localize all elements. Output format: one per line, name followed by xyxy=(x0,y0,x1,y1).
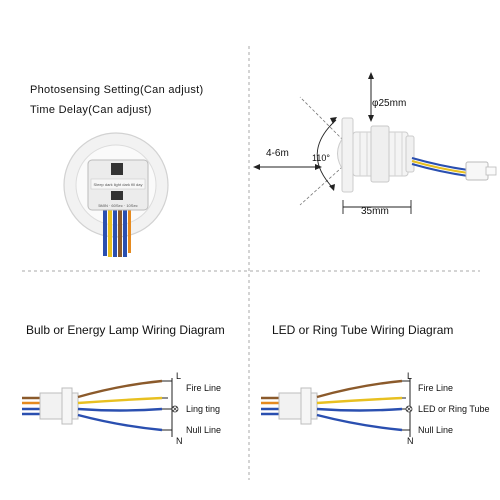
bulb-fire-line-label: Fire Line xyxy=(186,383,222,393)
angle-label: 110° xyxy=(312,153,330,163)
svg-text:Sleep dark light dark fill day: Sleep dark light dark fill day xyxy=(94,182,143,187)
bulb-null-line-label: Null Line xyxy=(186,425,222,435)
bulb-n-label: N xyxy=(176,436,183,446)
bulb-load-label: Ling ting xyxy=(186,404,221,414)
led-wiring-graphic xyxy=(261,378,413,437)
time-delay-label: Time Delay(Can adjust) xyxy=(30,104,152,116)
diameter-label: φ25mm xyxy=(372,98,407,109)
bulb-diagram-title: Bulb or Energy Lamp Wiring Diagram xyxy=(26,323,225,337)
sensor-side-view xyxy=(253,72,497,214)
photosensing-knob xyxy=(111,163,123,175)
led-null-line-label: Null Line xyxy=(418,425,454,435)
width-label: 35mm xyxy=(361,206,389,217)
sensor-front-view: Sleep dark light dark fill day 5MIN · 60… xyxy=(63,132,169,257)
bulb-l-label: L xyxy=(176,371,182,381)
led-fire-line-label: Fire Line xyxy=(418,383,454,393)
led-diagram-title: LED or Ring Tube Wiring Diagram xyxy=(272,323,454,337)
distance-label: 4-6m xyxy=(266,148,289,159)
bulb-wiring-graphic xyxy=(22,378,179,437)
led-load-label: LED or Ring Tube xyxy=(418,404,490,414)
photosensing-label: Photosensing Setting(Can adjust) xyxy=(30,84,204,96)
led-n-label: N xyxy=(407,436,414,446)
time-delay-knob xyxy=(111,191,123,200)
led-l-label: L xyxy=(407,371,413,381)
front-wires xyxy=(103,205,131,257)
svg-text:5MIN · 60Sec · 10Sec: 5MIN · 60Sec · 10Sec xyxy=(98,203,137,208)
